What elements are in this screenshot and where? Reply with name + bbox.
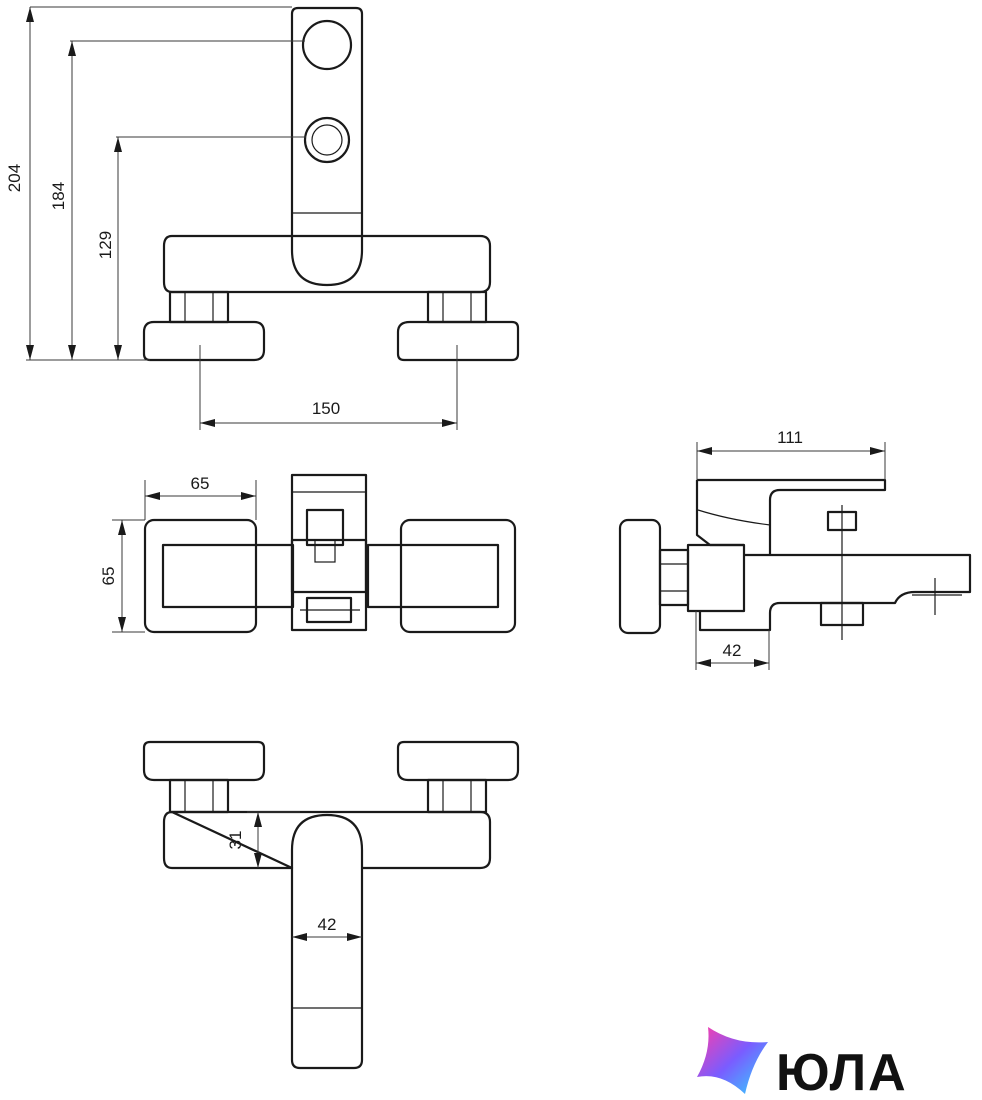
bottom-view: 31 42 xyxy=(142,740,520,1070)
dim-31: 31 xyxy=(226,831,245,850)
dim-65-width: 65 xyxy=(191,474,210,493)
logo-text: ЮЛА xyxy=(776,1044,908,1100)
logo: ЮЛА xyxy=(697,1027,908,1100)
side-view: 111 42 xyxy=(618,428,972,670)
dim-111: 111 xyxy=(777,428,803,447)
top-view: 65 65 xyxy=(99,473,517,634)
dim-42-bottom: 42 xyxy=(318,915,337,934)
dim-129: 129 xyxy=(96,231,115,259)
dim-204: 204 xyxy=(5,164,24,192)
dim-184: 184 xyxy=(49,182,68,210)
dim-42-side: 42 xyxy=(723,641,742,660)
logo-star-icon xyxy=(697,1027,768,1094)
front-view: 204 184 129 150 xyxy=(5,6,520,430)
dim-65-height: 65 xyxy=(99,567,118,586)
dim-150: 150 xyxy=(312,399,340,418)
